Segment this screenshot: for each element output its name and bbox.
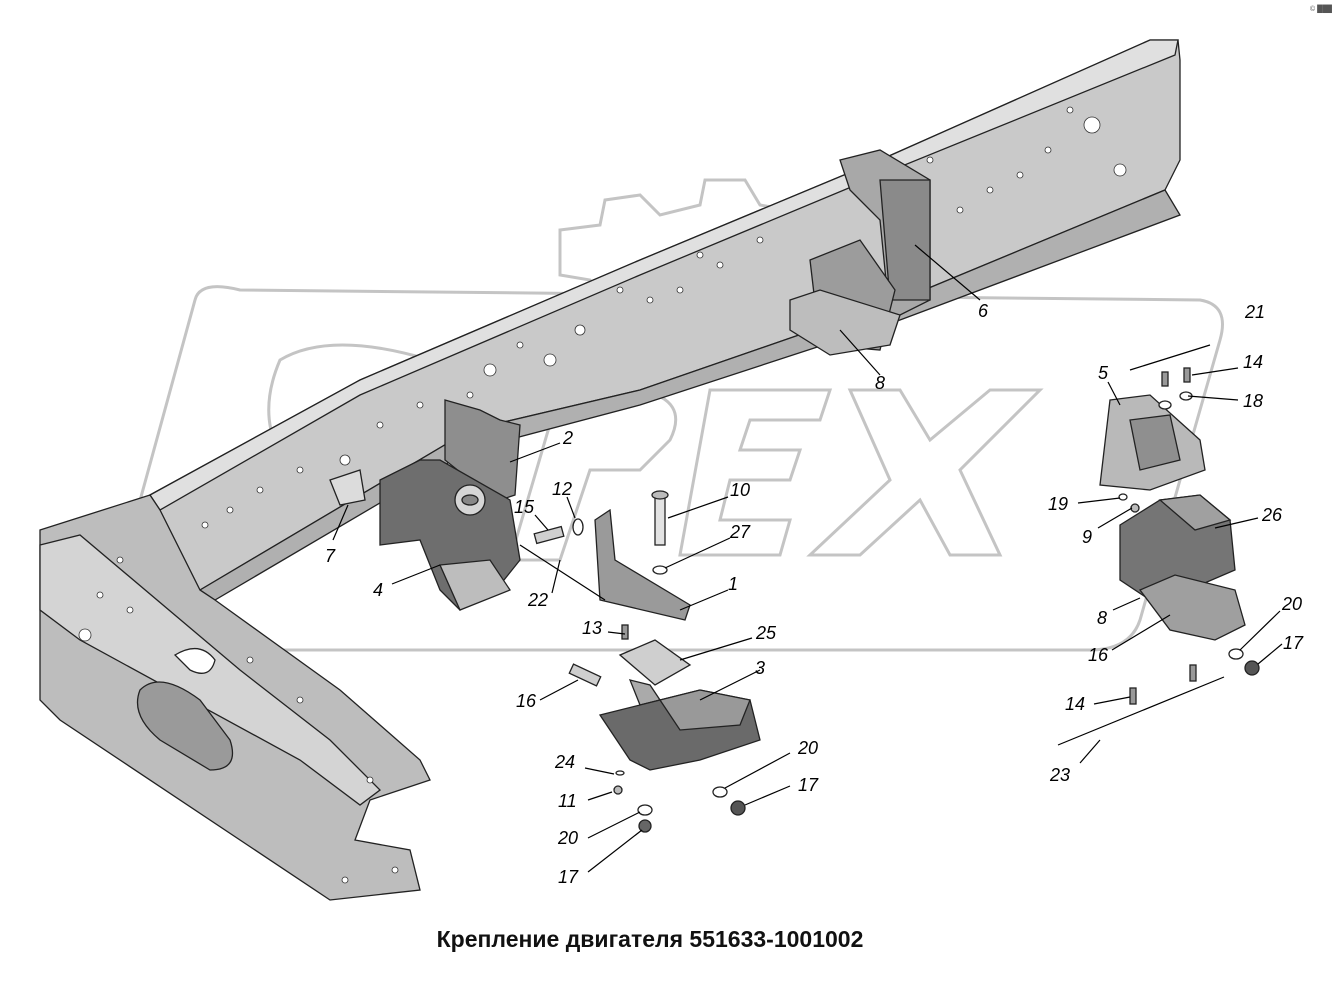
callout-14: 14: [1243, 352, 1263, 372]
drawing-caption: Крепление двигателя 551633-1001002: [436, 926, 864, 952]
callout-6: 6: [978, 301, 989, 321]
callout-17-right: 17: [1283, 633, 1304, 653]
callout-8-lower: 8: [1097, 608, 1107, 628]
callout-17-mid: 17: [798, 775, 819, 795]
rail-holes: [78, 106, 1127, 884]
callout-20-left: 20: [557, 828, 578, 848]
crossmember-cutout: [136, 681, 234, 771]
callout-20-mid: 20: [797, 738, 818, 758]
callout-19: 19: [1048, 494, 1068, 514]
callout-4: 4: [373, 580, 383, 600]
callout-24: 24: [554, 752, 575, 772]
callout-13: 13: [582, 618, 602, 638]
callout-labels: 2 6 8 21 14 18 5 10 12 15 19 26 27 9 7 4…: [325, 301, 1304, 887]
callout-3: 3: [755, 658, 765, 678]
callout-21: 21: [1244, 302, 1265, 322]
callout-1: 1: [728, 574, 738, 594]
callout-16-right: 16: [1088, 645, 1109, 665]
callout-10: 10: [730, 480, 750, 500]
leader-lines: [332, 244, 1283, 873]
rail-top-flange: [149, 39, 1179, 511]
callout-7: 7: [325, 546, 336, 566]
callout-9: 9: [1082, 527, 1092, 547]
callout-20-right: 20: [1281, 594, 1302, 614]
callout-14-lower: 14: [1065, 694, 1085, 714]
callout-2: 2: [562, 428, 573, 448]
rear-upper-bracket: [789, 149, 931, 356]
callout-5: 5: [1098, 363, 1109, 383]
callout-26: 26: [1261, 505, 1283, 525]
part-1-bracket: [594, 490, 691, 621]
fasteners: [533, 367, 1260, 833]
callout-23: 23: [1049, 765, 1070, 785]
callout-18: 18: [1243, 391, 1263, 411]
rear-mount: [1099, 394, 1246, 641]
callout-16-left: 16: [516, 691, 537, 711]
lower-front-support: [598, 639, 761, 771]
crossmember-cutout-upper: [173, 648, 216, 674]
callout-25: 25: [755, 623, 777, 643]
callout-15: 15: [514, 497, 535, 517]
callout-8: 8: [875, 373, 885, 393]
callout-22: 22: [527, 590, 548, 610]
corner-mark: © ███: [1310, 6, 1332, 13]
callout-27: 27: [729, 522, 751, 542]
front-engine-bracket: [329, 399, 521, 611]
callout-12: 12: [552, 479, 572, 499]
callout-17-left: 17: [558, 867, 579, 887]
callout-11: 11: [558, 791, 577, 811]
